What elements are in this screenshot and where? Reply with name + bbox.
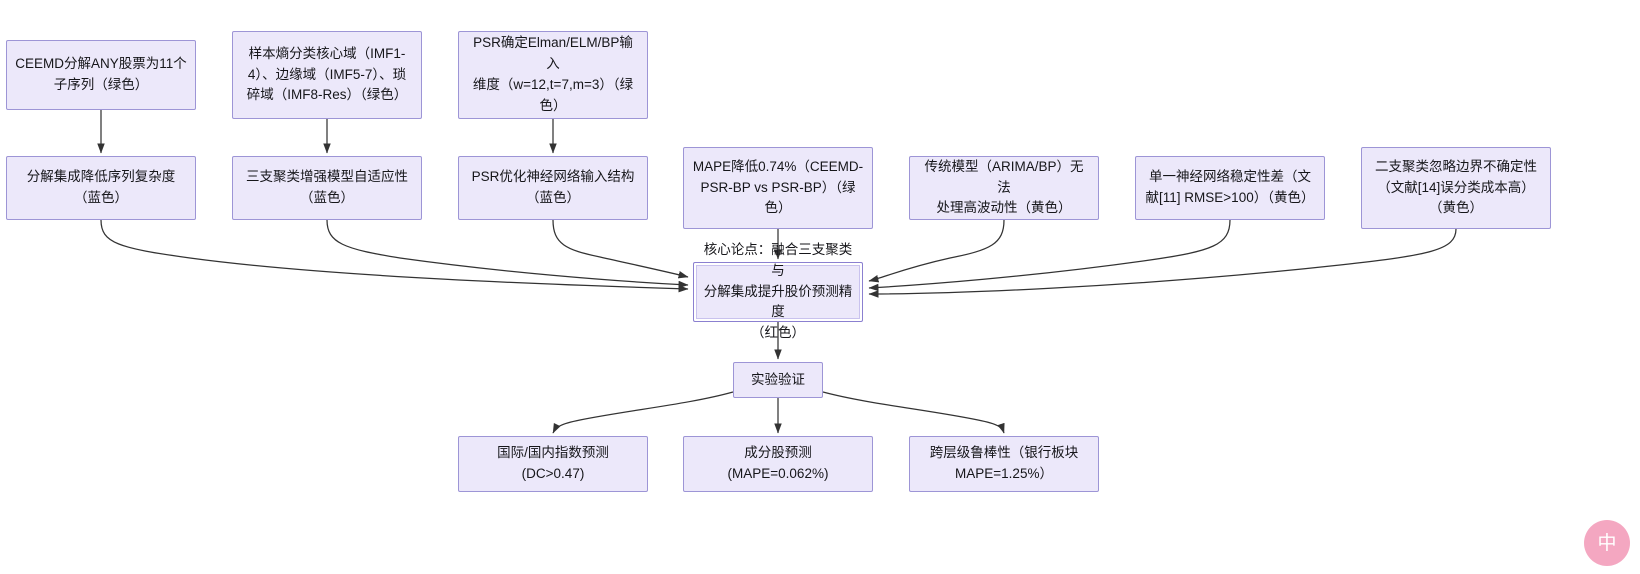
node-label: PSR确定Elman/ELM/BP输入 维度（w=12,t=7,m=3）（绿 色… bbox=[472, 35, 634, 113]
node-label: 分解集成降低序列复杂度 （蓝色） bbox=[26, 169, 176, 205]
node-label: 国际/国内指数预测 (DC>0.47) bbox=[497, 445, 609, 481]
edge-n6-core bbox=[552, 219, 689, 279]
node-label: 二支聚类忽略边界不确定性 （文献[14]误分类成本高） （黄色） bbox=[1375, 158, 1537, 216]
node-two-way-clustering-boundary[interactable]: 二支聚类忽略边界不确定性 （文献[14]误分类成本高） （黄色） bbox=[1361, 147, 1551, 229]
node-label: 实验验证 bbox=[751, 371, 805, 387]
edge-n8-core bbox=[868, 219, 1005, 283]
node-single-network-instability[interactable]: 单一神经网络稳定性差（文 献[11] RMSE>100）（黄色） bbox=[1135, 156, 1325, 220]
node-sample-entropy-classification[interactable]: 样本熵分类核心域（IMF1- 4）、边缘域（IMF5-7）、琐 碎域（IMF8-… bbox=[232, 31, 422, 119]
edge-n4-core bbox=[100, 219, 689, 293]
node-three-way-clustering-adaptivity[interactable]: 三支聚类增强模型自适应性 （蓝色） bbox=[232, 156, 422, 220]
edge-n10-core bbox=[868, 228, 1457, 298]
watermark-badge: 中 bbox=[1584, 520, 1630, 566]
node-label: 核心论点：融合三支聚类与 分解集成提升股价预测精度 （红色） bbox=[703, 241, 853, 341]
node-core-claim[interactable]: 核心论点：融合三支聚类与 分解集成提升股价预测精度 （红色） bbox=[693, 242, 863, 340]
node-label: 样本熵分类核心域（IMF1- 4）、边缘域（IMF5-7）、琐 碎域（IMF8-… bbox=[246, 45, 408, 103]
node-label: CEEMD分解ANY股票为11个 子序列（绿色） bbox=[15, 56, 187, 92]
edge-exp-r3 bbox=[822, 391, 1005, 434]
node-psr-optimizes-network-input[interactable]: PSR优化神经网络输入结构 （蓝色） bbox=[458, 156, 648, 220]
edge-n5-core bbox=[326, 219, 689, 289]
node-constituent-stock-result[interactable]: 成分股预测 (MAPE=0.062%) bbox=[683, 436, 873, 492]
node-label: 跨层级鲁棒性（银行板块 MAPE=1.25%） bbox=[929, 445, 1079, 481]
node-index-forecast-result[interactable]: 国际/国内指数预测 (DC>0.47) bbox=[458, 436, 648, 492]
node-cross-level-robustness-result[interactable]: 跨层级鲁棒性（银行板块 MAPE=1.25%） bbox=[909, 436, 1099, 492]
node-ceemd-decomposition[interactable]: CEEMD分解ANY股票为11个 子序列（绿色） bbox=[6, 40, 196, 110]
node-label: 成分股预测 (MAPE=0.062%) bbox=[727, 445, 829, 481]
node-mape-reduction[interactable]: MAPE降低0.74%（CEEMD- PSR-BP vs PSR-BP）（绿 色… bbox=[683, 147, 873, 229]
node-label: PSR优化神经网络输入结构 （蓝色） bbox=[471, 169, 635, 205]
node-experimental-validation[interactable]: 实验验证 bbox=[733, 362, 823, 398]
edge-exp-r1 bbox=[552, 391, 734, 434]
node-label: 单一神经网络稳定性差（文 献[11] RMSE>100）（黄色） bbox=[1145, 169, 1315, 205]
node-traditional-models-limitation[interactable]: 传统模型（ARIMA/BP）无法 处理高波动性（黄色） bbox=[909, 156, 1099, 220]
watermark-glyph: 中 bbox=[1597, 532, 1617, 554]
node-label: MAPE降低0.74%（CEEMD- PSR-BP vs PSR-BP）（绿 色… bbox=[692, 158, 864, 216]
node-decomposition-reduces-complexity[interactable]: 分解集成降低序列复杂度 （蓝色） bbox=[6, 156, 196, 220]
node-label: 传统模型（ARIMA/BP）无法 处理高波动性（黄色） bbox=[924, 158, 1084, 216]
node-label: 三支聚类增强模型自适应性 （蓝色） bbox=[246, 169, 408, 205]
edge-n9-core bbox=[868, 219, 1231, 292]
node-psr-input-dimension[interactable]: PSR确定Elman/ELM/BP输入 维度（w=12,t=7,m=3）（绿 色… bbox=[458, 31, 648, 119]
